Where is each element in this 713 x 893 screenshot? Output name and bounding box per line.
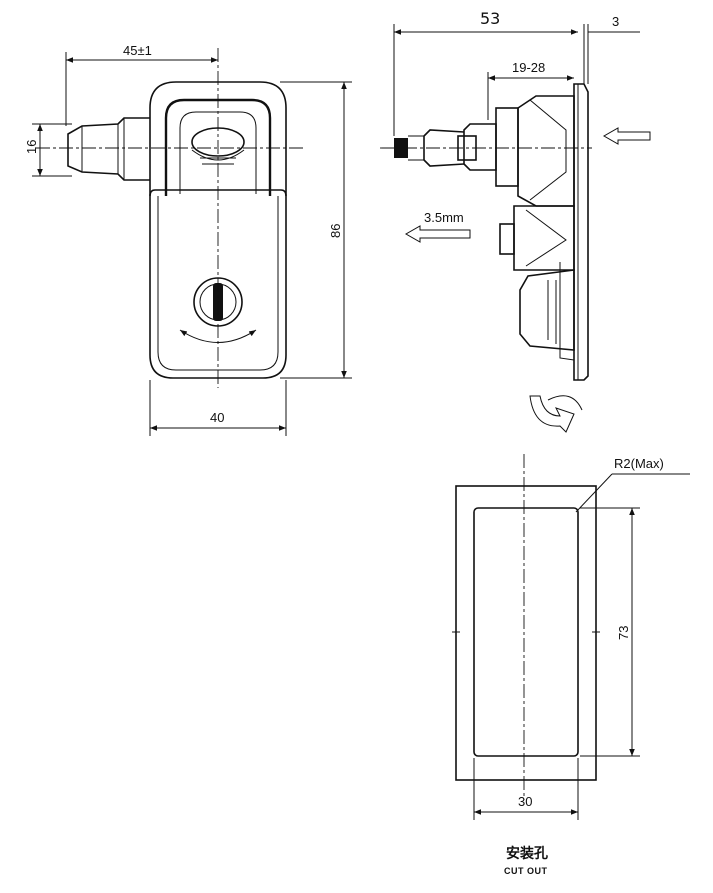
cutout-hole [473, 507, 579, 757]
dim-travel-label: 3.5mm [424, 210, 464, 225]
housing-upper-detail [529, 99, 567, 201]
dim-45-label: 45±1 [123, 43, 152, 58]
body-lower [519, 269, 575, 351]
cutout-outer-frame [455, 485, 597, 781]
dim-86-label: 86 [328, 224, 343, 238]
lock-body-outline [149, 189, 287, 379]
dim-16-label: 16 [24, 140, 39, 154]
stem [495, 107, 519, 187]
mounting-plate [573, 83, 589, 381]
cutout-view: R2(Max) 73 30 安装孔 CUT OUT [452, 454, 690, 876]
cutout-caption-cn: 安装孔 [506, 845, 548, 862]
push-arrow-icon [602, 127, 651, 145]
turn-arrow-tail [547, 395, 583, 411]
dim-1928-label: 19-28 [512, 60, 545, 75]
turn-arrow-icon [529, 395, 575, 433]
latch-bolt [67, 117, 150, 181]
front-view: 45±1 16 86 40 [24, 43, 352, 436]
nut [463, 123, 497, 171]
housing-lower-detail [525, 209, 567, 267]
dim-40-label: 40 [210, 410, 224, 425]
lower-screw [499, 223, 515, 255]
body-lower-edge [559, 262, 575, 361]
body-lower-lines [547, 280, 557, 344]
cutout-caption-en: CUT OUT [504, 866, 548, 876]
dim-73-label: 73 [616, 626, 631, 640]
bolt-tip [394, 138, 408, 158]
dim-30-label: 30 [518, 794, 532, 809]
housing-lower [513, 205, 575, 271]
dim-radius-label: R2(Max) [614, 456, 664, 471]
latch-bolt-lines [81, 118, 125, 180]
latch-shaft [423, 129, 465, 167]
travel-arrow-icon [404, 225, 471, 243]
dim-53-label: 53 [480, 9, 500, 28]
radius-leader [575, 473, 613, 513]
side-view: 3.5mm 53 3 19-28 [380, 9, 651, 433]
dim-3-label: 3 [612, 14, 619, 29]
